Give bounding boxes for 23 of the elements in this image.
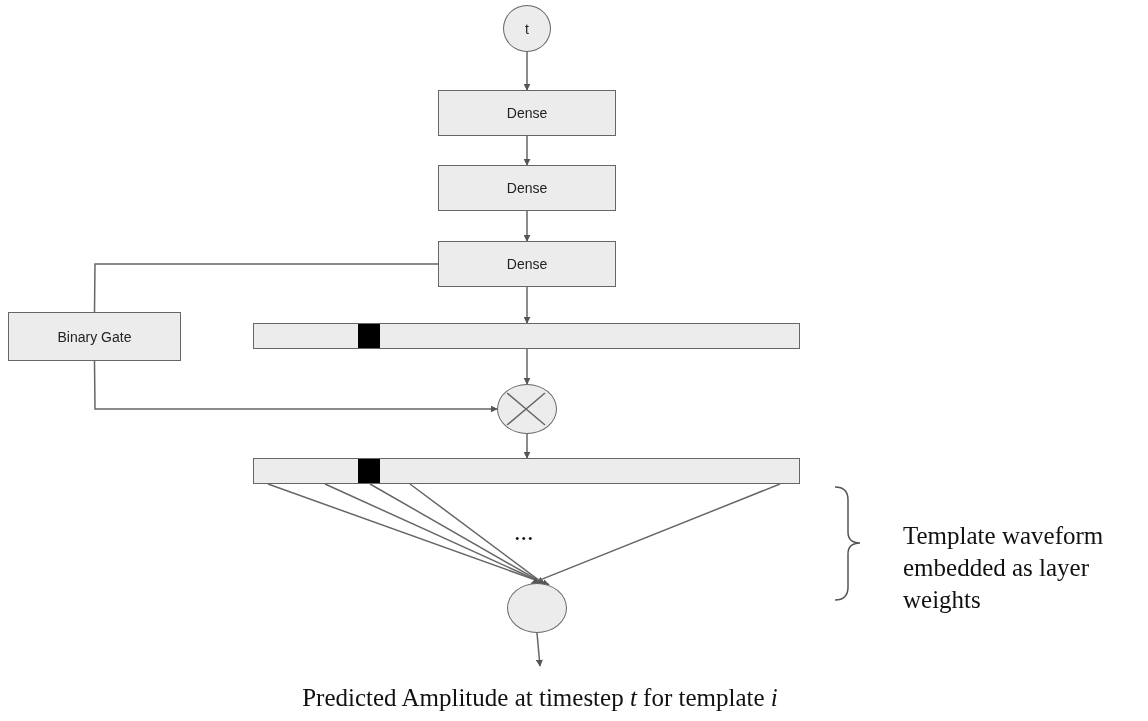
connector-line (93, 263, 439, 313)
arrow (530, 483, 781, 585)
arrow (324, 483, 546, 585)
arrow (535, 632, 543, 667)
vector-bar (253, 323, 800, 349)
gate-box: Binary Gate (8, 312, 181, 361)
arrow (409, 483, 545, 585)
layer-box: Dense (438, 241, 616, 287)
arrow (523, 348, 531, 385)
arrow (523, 135, 531, 166)
layer-box: Dense (438, 165, 616, 211)
arrow (267, 483, 550, 586)
brace-annotation: Template waveform embedded as layer weights (903, 521, 1105, 615)
layer-box: Dense (438, 90, 616, 136)
arrow (523, 433, 531, 459)
output-caption: Predicted Amplitude at timestep t for template i (230, 680, 850, 716)
arrow (93, 360, 498, 413)
arrow (523, 210, 531, 242)
vector-bar (253, 458, 800, 484)
input-node: t (503, 5, 551, 52)
ellipsis-mark: ... (514, 516, 535, 548)
arrow (523, 286, 531, 324)
arrow (523, 51, 531, 91)
